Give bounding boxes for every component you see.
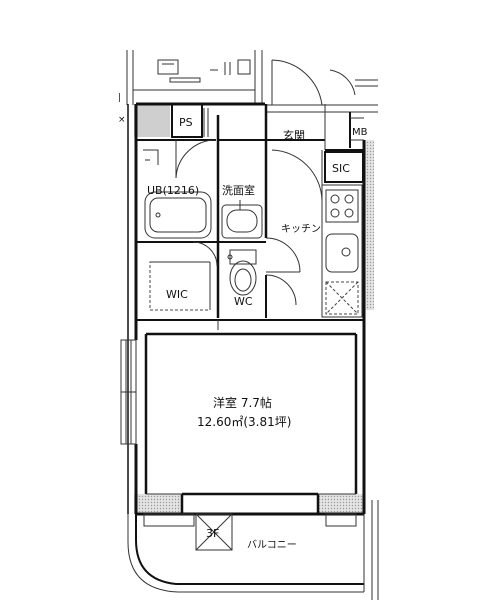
- bathtub: [143, 149, 212, 239]
- western-room-area: 12.60㎡(3.81坪): [197, 415, 291, 429]
- balcony-label: バルコニー: [247, 539, 297, 551]
- mb-label: MB: [352, 127, 368, 138]
- svg-text:|: |: [118, 93, 121, 103]
- outer-walls: [127, 102, 366, 516]
- doors: [175, 139, 323, 330]
- kitchen-sink: [325, 233, 359, 273]
- mb-closet: [350, 117, 364, 141]
- west-window: [120, 339, 137, 445]
- wc-label: WC: [234, 295, 253, 308]
- interior-walls: [136, 103, 364, 514]
- upper-corridor: × |: [118, 50, 378, 125]
- entrance-label: 玄関: [283, 128, 305, 142]
- bath-label: UB(1216): [147, 184, 199, 197]
- outdoor-unit-label: 3F: [206, 527, 219, 540]
- balcony: [127, 500, 379, 600]
- stove: [325, 189, 359, 223]
- kitchen-label: キッチン: [281, 223, 321, 235]
- structural-columns: [134, 104, 374, 514]
- washroom-label: 洗面室: [222, 183, 255, 197]
- toilet: [227, 249, 257, 296]
- wash-basin: [221, 200, 263, 239]
- ps-label: PS: [179, 116, 193, 129]
- fridge-space: [325, 281, 359, 315]
- wic-shelf: [149, 261, 211, 311]
- western-room-name: 洋室 7.7帖: [213, 395, 272, 410]
- sic-label: SIC: [332, 162, 350, 175]
- wic-label: WIC: [166, 288, 188, 301]
- svg-text:×: ×: [118, 115, 126, 125]
